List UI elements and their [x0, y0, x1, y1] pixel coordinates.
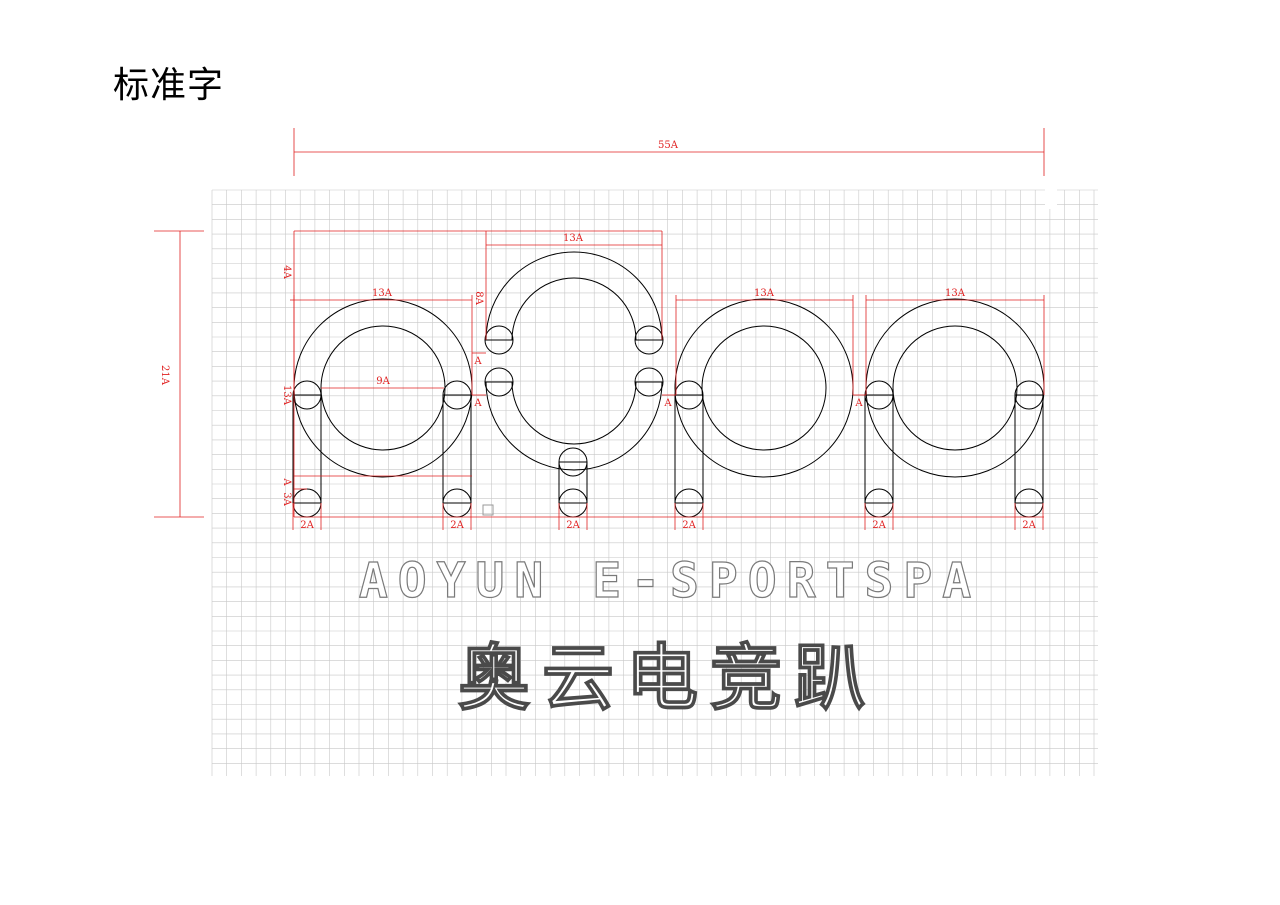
dim-a2-width: 13A: [754, 288, 775, 299]
dim-leg-5: 2A: [872, 520, 886, 531]
dim-leg-2: 2A: [450, 520, 464, 531]
dim-leg-4: 2A: [682, 520, 696, 531]
dim-bottom-a: A: [281, 477, 292, 486]
dim-o-width: 13A: [563, 233, 584, 244]
grid-gap: [1045, 189, 1057, 209]
dim-leg-3: 2A: [566, 520, 580, 531]
dim-inner-diameter: 9A: [376, 376, 390, 387]
english-wordmark: AOYUN E-SPORTSPA: [359, 553, 981, 609]
dim-total-width: 55A: [658, 140, 679, 151]
page-title: 标准字: [113, 65, 225, 106]
dim-left-height: 13A: [281, 385, 292, 406]
square-marker: [482, 504, 494, 516]
dim-top-offset: 4A: [281, 265, 292, 279]
o-arch-outer: [485, 251, 663, 341]
dimension-lines: [154, 128, 1045, 530]
letter-a3-inner-ring: [892, 325, 1018, 451]
dim-gap-4: A: [854, 398, 863, 409]
dim-bottom-3a: 3A: [281, 492, 292, 506]
logo-construction: [292, 251, 1045, 518]
o-arch-inner: [511, 277, 637, 341]
dim-arch-height: 8A: [473, 291, 484, 305]
letter-a2-inner-ring: [701, 325, 827, 451]
dim-a3-width: 13A: [945, 288, 966, 299]
dim-gap-1: A: [473, 356, 482, 367]
dim-a1-width: 13A: [372, 288, 393, 299]
construction-grid: [211, 189, 1098, 776]
chinese-wordmark: 奥云电竞趴: [458, 636, 878, 720]
dim-gap-3: A: [663, 398, 672, 409]
dim-total-height: 21A: [159, 365, 170, 386]
dim-leg-1: 2A: [300, 520, 314, 531]
dim-leg-6: 2A: [1022, 520, 1036, 531]
o-bowl-inner: [511, 381, 637, 445]
dim-gap-2: A: [473, 398, 482, 409]
o-bowl-outer: [485, 381, 663, 471]
dimension-labels: 55A 21A 13A 13A 13A 13A 4A 8A 9A 13A A A…: [159, 140, 1037, 531]
